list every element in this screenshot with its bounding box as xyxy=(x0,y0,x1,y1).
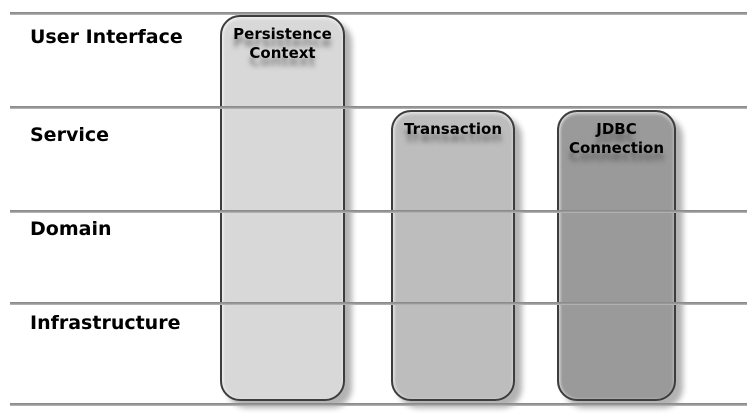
box-jdbc-connection: JDBC Connection xyxy=(557,110,676,401)
layer-label-infrastructure: Infrastructure xyxy=(30,312,181,334)
box-persistence-context-label: Persistence Context xyxy=(233,25,332,62)
divider-line-bottom xyxy=(10,403,747,406)
box-jdbc-connection-label: JDBC Connection xyxy=(568,120,665,157)
divider-line-domain xyxy=(10,210,747,213)
layer-label-domain: Domain xyxy=(30,218,112,240)
layer-label-service: Service xyxy=(30,124,109,146)
layer-label-user-interface: User Interface xyxy=(30,26,183,48)
box-transaction-label: Transaction xyxy=(403,120,503,138)
divider-line-service xyxy=(10,106,747,109)
divider-line-top xyxy=(10,12,747,15)
box-transaction: Transaction xyxy=(391,110,515,401)
divider-line-infrastructure xyxy=(10,302,747,305)
box-persistence-context: Persistence Context xyxy=(220,15,345,401)
